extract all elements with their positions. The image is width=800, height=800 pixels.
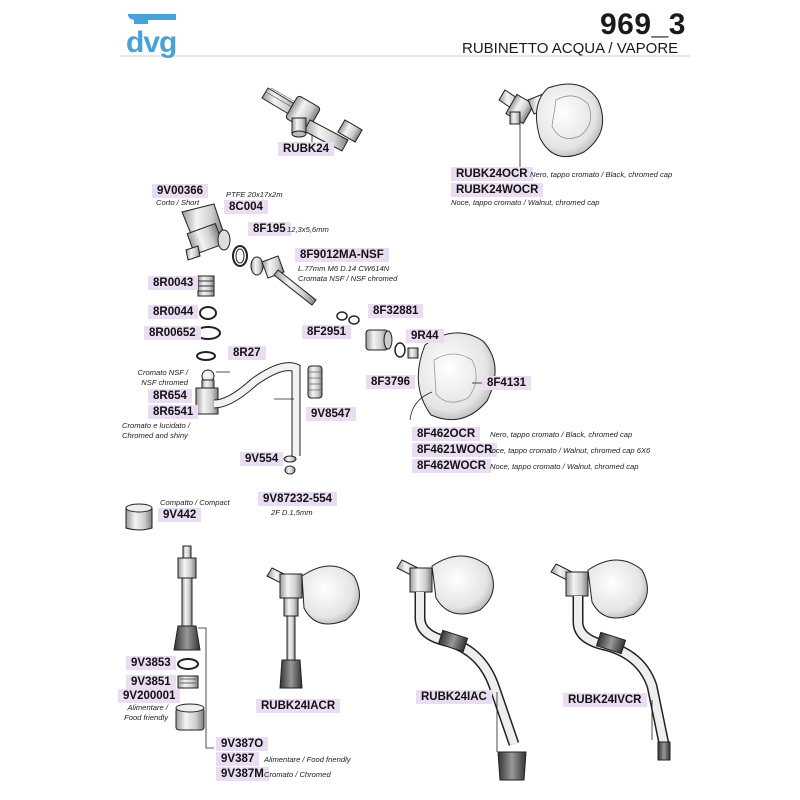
part-label-8r6541: 8R6541 [148,405,199,419]
ring-8r0044-icon [199,306,217,320]
leader-lines [216,124,653,752]
part-label-8f3796: 8F3796 [366,375,416,389]
nozzle-9v442-icon [125,503,153,531]
rubk24iac-tap-drawing [396,555,527,781]
leader-8f462 [409,391,433,421]
ring-8r27-icon [196,351,216,361]
part-label-9v00366: 9V00366 [152,184,209,198]
note-8f195: 12,3x5,6mm [287,225,329,234]
part-label-8r27: 8R27 [228,346,266,360]
part-label-9v3851: 9V3851 [126,675,176,689]
part-label-9v387o: 9V387O [216,737,269,751]
spring-8r0043-icon [197,275,215,297]
note-8f9012-size: L.77mm M6 D.14 CW614N [298,264,390,273]
part-label-8r654: 8R654 [148,389,192,403]
part-label-8f32881: 8F32881 [368,304,424,318]
part-label-8f462ocr: 8F462OCR [412,427,481,441]
part-label-8f4131: 8F4131 [482,376,532,390]
part-label-9v387: 9V387 [216,752,260,766]
part-label-rubk24: RUBK24 [278,142,335,156]
note-9v200001-line1: Alimentare / [127,703,168,712]
gasket-8c004-icon [232,245,248,267]
steam-wand-drawing [195,362,301,456]
part-label-rubk24iacr: RUBK24IACR [256,699,341,713]
note-9v87232: 2F D.1,5mm [271,508,313,517]
note-8r6541-line1: Cromato e lucidato / [122,421,190,430]
part-label-8f2951: 8F2951 [302,325,352,339]
part-label-8f9012ma-nsf: 8F9012MA-NSF [295,248,389,262]
part-label-9v3853: 9V3853 [126,656,176,670]
nut-9v554-icon [283,455,297,463]
page-code: 969_3 [600,8,686,41]
wand-9v387-drawing [173,545,201,651]
part-label-8f462wocr: 8F462WOCR [412,459,492,473]
note-8f4621wocr: loce, tappo cromato / Walnut, chromed ca… [490,446,651,455]
tip-9v8547-icon [307,365,323,399]
part-label-9v87232-554: 9V87232-554 [258,492,338,506]
part-label-9v200001: 9V200001 [118,689,181,703]
note-9v442: Compatto / Compact [160,498,230,507]
leader-9v387 [198,627,214,749]
nut-9r44-icon [407,347,419,359]
rubk24iacr-tap-drawing [266,565,360,689]
washer-8f195-icon [250,256,264,276]
note-rubk24wocr: Noce, tappo cromato / Walnut, chromed ca… [451,198,600,207]
part-label-9v554: 9V554 [240,452,284,466]
oring-8f2951-icon [336,311,360,325]
rubk24ivcr-tap-drawing [550,559,671,761]
part-label-9r44: 9R44 [406,329,444,343]
sleeve-9v387o-icon [175,703,205,731]
note-9v387: Alimentare / Food friendly [264,755,351,764]
valve-body-drawing [181,203,231,261]
washer-8f3796-icon [394,342,406,358]
rubk24ocr-tap-drawing [498,83,604,158]
part-label-rubk24ocr: RUBK24OCR [451,167,533,181]
part-label-8r0044: 8R0044 [148,305,199,319]
brand-logo-icon [128,14,176,24]
note-9v00366: Corto / Short [156,198,200,207]
part-label-rubk24wocr: RUBK24WOCR [451,183,544,197]
note-8c004: PTFE 20x17x2m [226,190,283,199]
part-label-8r0043: 8R0043 [148,276,199,290]
part-label-9v442: 9V442 [158,508,202,522]
part-label-rubk24iac: RUBK24IAC [416,690,492,704]
knob-8f4131-icon [417,332,496,421]
part-label-9v387m: 9V387M [216,767,269,781]
note-rubk24ocr: Nero, tappo cromato / Black, chromed cap [530,170,673,179]
rubk24-tap-drawing [261,87,363,152]
part-label-9v8547: 9V8547 [306,407,356,421]
part-label-8c004: 8C004 [224,200,268,214]
note-8f9012-finish: Cromata NSF / NSF chromed [298,274,398,283]
note-9v200001-line2: Food friendly [124,713,168,722]
part-label-8f195: 8F195 [248,222,291,236]
note-8r6541-line2: Chromed and shiny [122,431,188,440]
note-9v387m: Cromato / Chromed [264,770,331,779]
ring-9v3853-icon [177,658,199,670]
note-8f462wocr: Noce, tappo cromato / Walnut, chromed ca… [490,462,639,471]
nozzle-9v87232-icon [284,465,296,475]
page-title: RUBINETTO ACQUA / VAPORE [462,40,679,57]
brand-logo-text: dvg [126,26,177,59]
bushing-8f32881-icon [365,329,393,351]
note-8r654-line1: Cromato NSF / [137,368,189,377]
note-8r654-line2: NSF chromed [141,378,188,387]
note-8f462ocr: Nero, tappo cromato / Black, chromed cap [490,430,633,439]
part-label-8f4621wocr: 8F4621WOCR [412,443,498,457]
part-label-rubk24ivcr: RUBK24IVCR [563,693,647,707]
part-label-8r00652: 8R00652 [144,326,201,340]
filter-9v3851-icon [177,675,199,689]
spindle-8f9012-icon [261,255,317,306]
